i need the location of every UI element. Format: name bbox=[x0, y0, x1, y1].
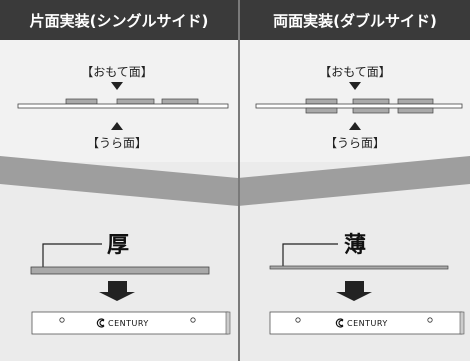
column-title-left: 片面実装(シングルサイド) bbox=[30, 12, 209, 30]
arrow-down-right bbox=[336, 281, 372, 301]
header-bar-right bbox=[240, 0, 470, 40]
callout-line-left bbox=[42, 243, 102, 268]
chip-top-right-1 bbox=[305, 98, 338, 105]
chip-top-left-3 bbox=[161, 98, 199, 105]
chip-bottom-right-2 bbox=[352, 107, 390, 114]
module-edge-right bbox=[459, 311, 465, 335]
pcb-board-left bbox=[17, 103, 229, 109]
column-title-right: 両面実装(ダブルサイド) bbox=[273, 12, 437, 30]
pcb-board-right bbox=[255, 103, 463, 109]
chip-bottom-right-1 bbox=[305, 107, 338, 114]
century-logo-icon-right bbox=[335, 318, 344, 328]
module-profile-thick bbox=[30, 266, 210, 275]
chip-top-left-1 bbox=[65, 98, 98, 105]
bottom-side-label-left: 【うら面】 bbox=[87, 136, 147, 150]
chip-bottom-right-3 bbox=[397, 107, 434, 114]
down-pointer-left bbox=[111, 82, 123, 90]
screw-hole-left-2 bbox=[190, 317, 196, 323]
logo-text-right: CENTURY bbox=[347, 319, 388, 328]
thickness-label-right: 薄 bbox=[344, 233, 366, 258]
thickness-label-left: 厚 bbox=[107, 233, 129, 258]
top-side-label-right: 【おもて面】 bbox=[319, 65, 391, 79]
module-edge-left bbox=[225, 311, 231, 335]
screw-hole-right-2 bbox=[427, 317, 433, 323]
chip-top-left-2 bbox=[116, 98, 155, 105]
top-side-label-left: 【おもて面】 bbox=[81, 65, 153, 79]
module-profile-thin bbox=[269, 265, 449, 270]
down-pointer-right bbox=[349, 82, 361, 90]
wave-band bbox=[0, 156, 470, 206]
arrow-down-left bbox=[99, 281, 135, 301]
column-divider bbox=[238, 0, 240, 361]
century-logo-icon-left bbox=[96, 318, 105, 328]
logo-text-left: CENTURY bbox=[108, 319, 149, 328]
chip-top-right-3 bbox=[397, 98, 434, 105]
callout-line-right bbox=[282, 243, 338, 266]
up-pointer-right bbox=[349, 122, 361, 130]
screw-hole-right-1 bbox=[295, 317, 301, 323]
bottom-side-label-right: 【うら面】 bbox=[325, 136, 385, 150]
chip-top-right-2 bbox=[352, 98, 390, 105]
header-bar-left bbox=[0, 0, 238, 40]
up-pointer-left bbox=[111, 122, 123, 130]
screw-hole-left-1 bbox=[59, 317, 65, 323]
